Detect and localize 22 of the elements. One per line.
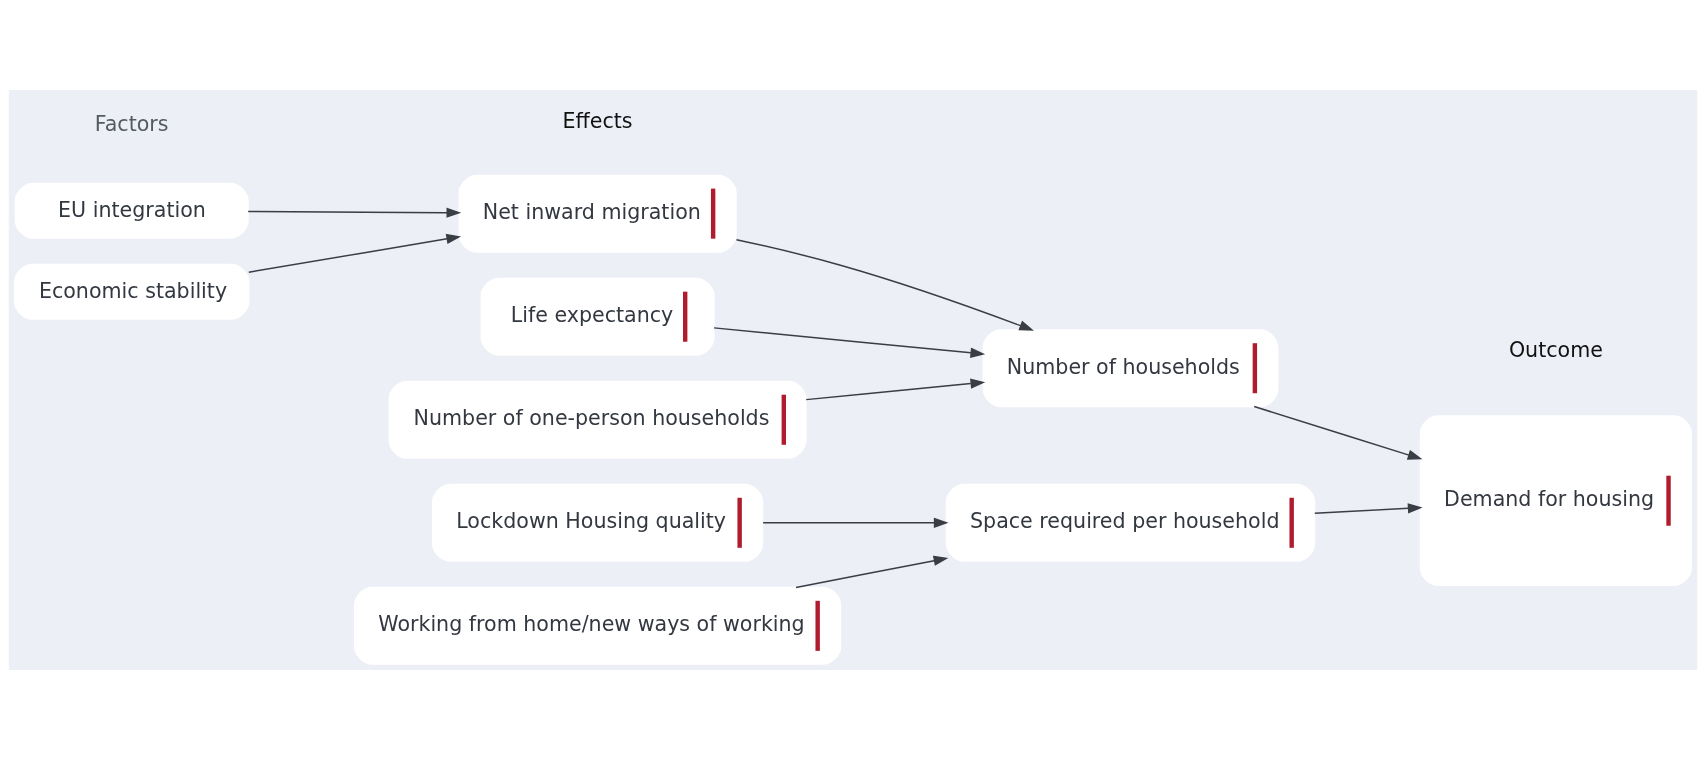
- arrow: [247, 207, 462, 218]
- node-box: Number of one-person households: [388, 380, 807, 459]
- label: Outcome: [1508, 338, 1603, 363]
- node-box: Net inward migration: [458, 174, 737, 253]
- arrow: [805, 378, 986, 401]
- arrow: [1314, 503, 1423, 514]
- node-box: Demand for housing: [1419, 415, 1693, 587]
- arrow: [1253, 405, 1423, 460]
- arrow: [713, 327, 986, 358]
- node-box: Space required per household: [945, 483, 1316, 562]
- arrow: [795, 555, 949, 589]
- label: Effects: [562, 108, 633, 133]
- node-box: Economic stability: [13, 263, 250, 320]
- node-box: Lockdown Housing quality: [432, 483, 764, 562]
- node-box: Working from home/new ways of working: [353, 586, 842, 665]
- node-box: EU integration: [14, 182, 249, 239]
- node-box: Life expectancy: [480, 277, 715, 356]
- arrow: [735, 238, 1034, 331]
- arrow: [248, 233, 462, 273]
- label: Factors: [94, 111, 169, 136]
- arrow: [762, 517, 949, 528]
- node-box: Number of households: [982, 329, 1279, 408]
